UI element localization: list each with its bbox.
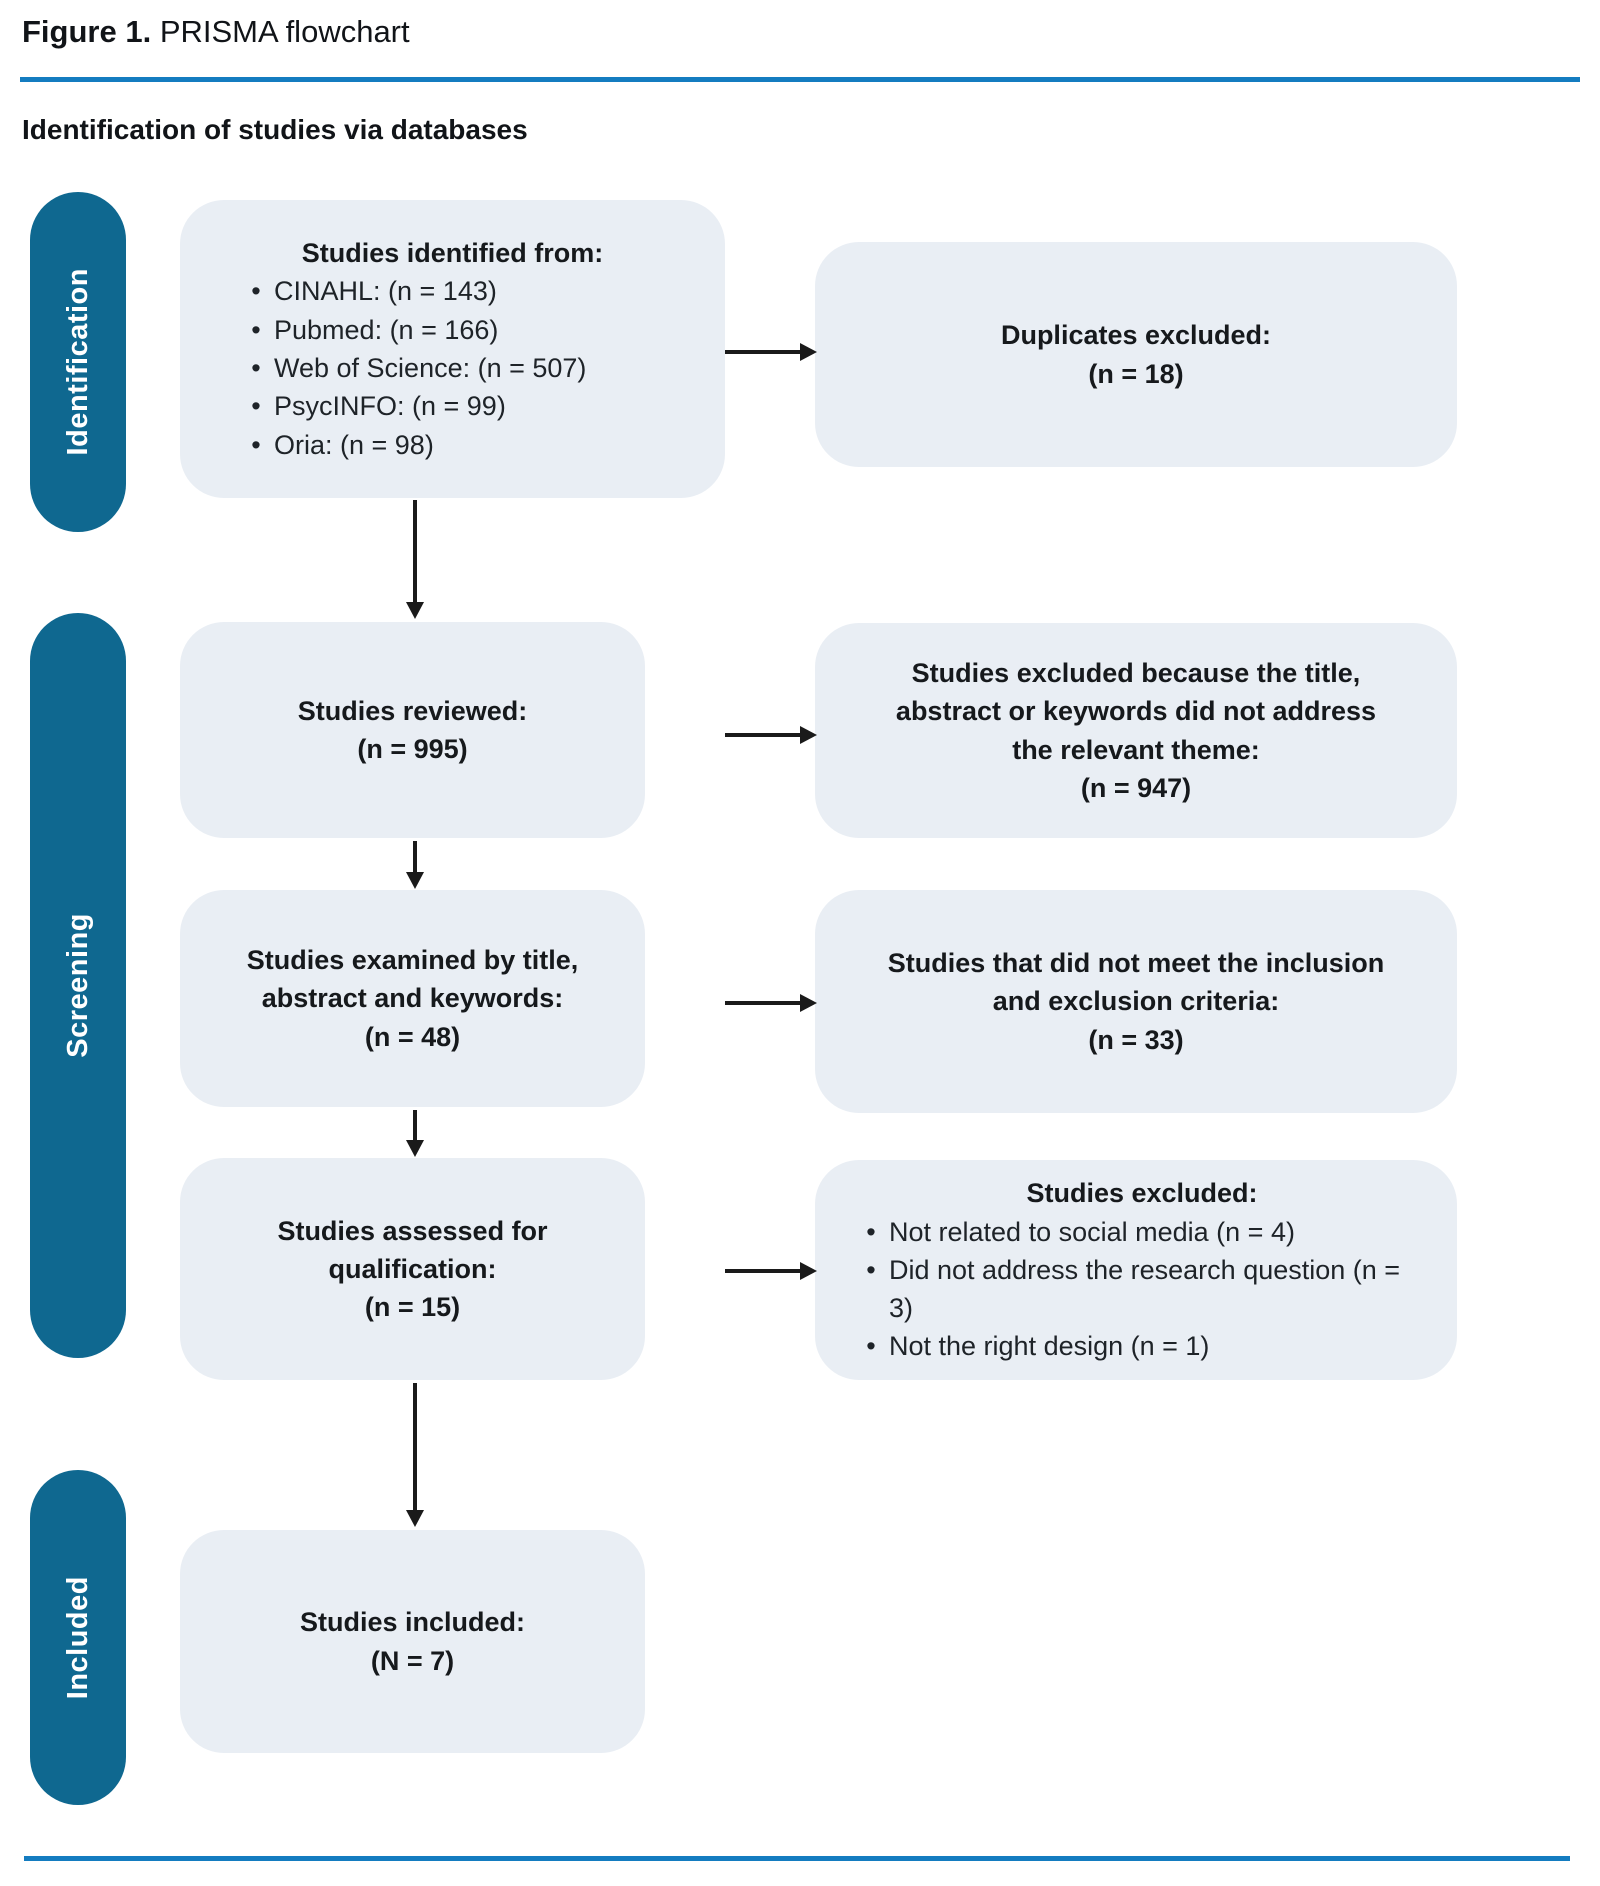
bullet-icon: • [251, 314, 261, 345]
list-item: • Web of Science: (n = 507) [238, 349, 707, 387]
list-item: • Did not address the research question (… [853, 1251, 1431, 1328]
box-excluded-reasons: Studies excluded: • Not related to social… [815, 1160, 1457, 1380]
section-heading: Identification of studies via databases [22, 114, 528, 145]
box-text-line: the relevant theme: [1012, 734, 1260, 765]
box-studies-included: Studies included: (N = 7) [180, 1530, 645, 1753]
list-item: • Pubmed: (n = 166) [238, 311, 707, 349]
box-text-line: Duplicates excluded: [1000, 320, 1272, 351]
stage-pill-identification: Identification [30, 192, 126, 532]
box-excluded-theme: Studies excluded because the title, abst… [815, 623, 1457, 838]
box-studies-identified: Studies identified from: • CINAHL: (n = 1… [180, 200, 725, 498]
bullet-icon: • [866, 1254, 876, 1285]
bullet-icon: • [251, 429, 261, 460]
list-item: • Oria: (n = 98) [238, 426, 707, 464]
bullet-icon: • [251, 353, 261, 383]
box-not-meeting-criteria: Studies that did not meet the inclusion … [815, 890, 1457, 1113]
arrow-identified-to-duplicates [725, 343, 817, 361]
top-divider-line [20, 77, 1580, 82]
stage-pill-included: Included [30, 1470, 126, 1805]
stage-pill-screening: Screening [30, 613, 126, 1358]
arrow-reviewed-to-examined [406, 841, 424, 889]
box-studies-identified-title: Studies identified from: [301, 238, 604, 269]
list-item: • PsycINFO: (n = 99) [238, 387, 707, 425]
box-studies-reviewed: Studies reviewed: (n = 995) [180, 622, 645, 838]
arrow-reviewed-to-excluded-theme [725, 726, 817, 744]
box-count-line: (n = 33) [1088, 1024, 1184, 1055]
box-count-line: (n = 15) [364, 1292, 461, 1323]
stage-label-screening: Screening [61, 913, 94, 1058]
arrow-assessed-to-excluded-reasons [725, 1262, 817, 1280]
box-count-line: (n = 18) [1088, 358, 1184, 389]
list-item: • Not related to social media (n = 4) [853, 1213, 1431, 1251]
list-item-text: Not related to social media (n = 4) [889, 1216, 1295, 1247]
box-count-line: (N = 7) [370, 1645, 455, 1676]
list-item-text: Not the right design (n = 1) [889, 1331, 1210, 1362]
database-bullet-list: • CINAHL: (n = 143) • Pubmed: (n = 166) • W… [238, 272, 707, 464]
box-text-line: Studies reviewed: [297, 695, 528, 726]
box-studies-examined: Studies examined by title, abstract and … [180, 890, 645, 1107]
bullet-icon: • [251, 276, 261, 307]
box-duplicates-excluded: Duplicates excluded: (n = 18) [815, 242, 1457, 467]
list-item-text: Oria: (n = 98) [274, 429, 434, 460]
bottom-divider-line [24, 1856, 1570, 1861]
box-text-line: abstract or keywords did not address [895, 696, 1377, 727]
list-item-text: PsycINFO: (n = 99) [274, 391, 506, 422]
box-text-line: Studies examined by title, [246, 945, 579, 975]
figure-label: Figure 1. [22, 14, 152, 49]
box-text-line: Studies assessed for qualification: [277, 1215, 548, 1284]
box-count-line: (n = 995) [357, 734, 468, 764]
box-count-line: (n = 947) [1080, 772, 1192, 803]
stage-label-included: Included [61, 1575, 94, 1700]
arrow-examined-to-not-meeting [725, 994, 817, 1012]
list-item-text: Did not address the research question (n… [889, 1254, 1401, 1324]
stage-label-identification: Identification [61, 268, 94, 456]
figure-title: Figure 1. PRISMA flowchart [22, 14, 410, 50]
box-excluded-reasons-title: Studies excluded: [1026, 1178, 1258, 1209]
box-count-line: (n = 48) [364, 1021, 461, 1052]
box-text-line: and exclusion criteria: [992, 986, 1280, 1017]
arrow-identified-to-reviewed [406, 500, 424, 619]
list-item-text: Pubmed: (n = 166) [274, 314, 499, 345]
arrow-assessed-to-included [406, 1383, 424, 1527]
bullet-icon: • [866, 1216, 876, 1247]
list-item-text: Web of Science: (n = 507) [274, 353, 587, 383]
box-text-line: Studies excluded because the title, [911, 657, 1361, 688]
bullet-icon: • [866, 1331, 876, 1362]
figure-name: PRISMA flowchart [151, 14, 410, 49]
arrow-examined-to-assessed [406, 1110, 424, 1157]
box-text-line: Studies included: [299, 1607, 526, 1638]
list-item: • Not the right design (n = 1) [853, 1327, 1431, 1365]
list-item-text: CINAHL: (n = 143) [274, 276, 497, 307]
exclusion-reason-list: • Not related to social media (n = 4) • Di… [853, 1213, 1431, 1366]
box-studies-assessed: Studies assessed for qualification: (n =… [180, 1158, 645, 1380]
box-text-line: abstract and keywords: [261, 983, 564, 1014]
bullet-icon: • [251, 391, 261, 422]
list-item: • CINAHL: (n = 143) [238, 272, 707, 310]
box-text-line: Studies that did not meet the inclusion [887, 948, 1385, 978]
